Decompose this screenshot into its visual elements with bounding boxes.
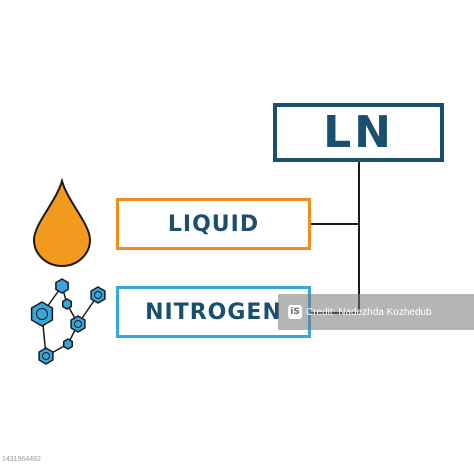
stock-id-label: 1431964482 — [2, 456, 41, 463]
istock-logo-icon: iS — [288, 305, 302, 319]
credit-watermark: iS Credit: Nadezhda Kozhedub — [278, 294, 474, 330]
droplet-icon — [32, 178, 92, 267]
liquid-term-box: LIQUID — [116, 198, 311, 250]
ln-abbreviation-box: LN — [273, 103, 444, 162]
nitrogen-term-text: NITROGEN — [145, 299, 282, 325]
credit-text: Credit: Nadezhda Kozhedub — [306, 306, 432, 318]
molecule-icon — [30, 278, 106, 365]
ln-abbreviation-text: LN — [323, 107, 394, 158]
liquid-term-text: LIQUID — [167, 211, 260, 237]
